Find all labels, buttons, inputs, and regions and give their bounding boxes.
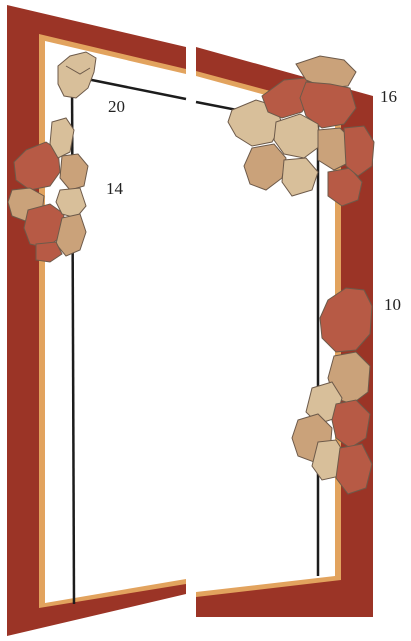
fragment-20 — [58, 52, 96, 98]
fragment-10 — [292, 288, 372, 494]
frame-left-half — [7, 5, 186, 636]
label-fragment-16: 16 — [380, 87, 397, 106]
fragment-16-shard-g — [282, 158, 318, 196]
fragment-16-shard-f — [244, 144, 286, 190]
label-fragment-20: 20 — [108, 97, 125, 116]
frame-gap — [186, 0, 196, 641]
fragment-14-shard-e — [60, 154, 88, 190]
fragment-20-shard — [58, 52, 96, 98]
label-fragment-10: 10 — [384, 295, 401, 314]
frame-left-red-band — [7, 5, 186, 636]
label-fragment-14: 14 — [106, 179, 124, 198]
